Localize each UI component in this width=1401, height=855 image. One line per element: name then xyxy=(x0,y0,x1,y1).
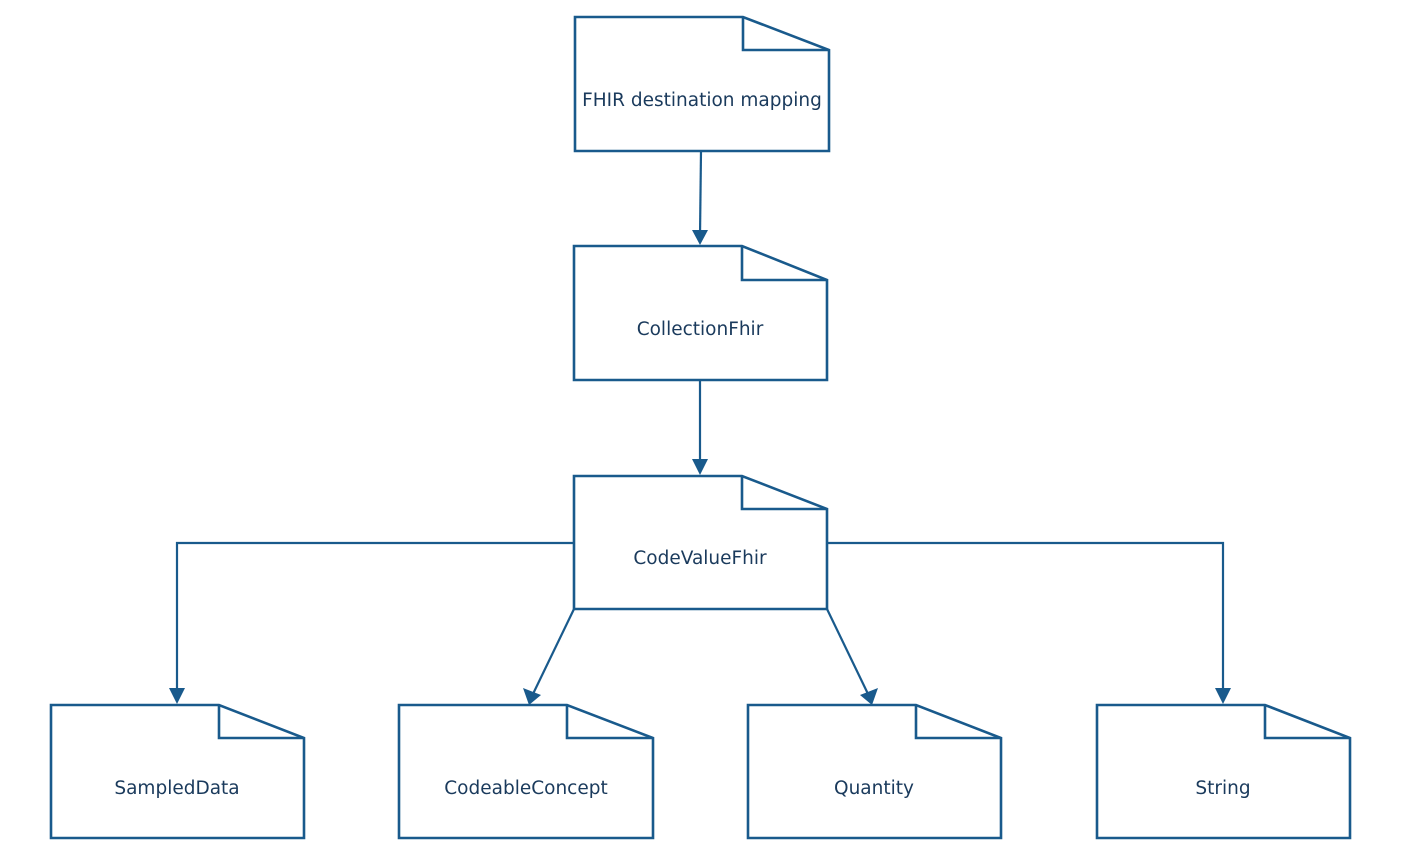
document-shape xyxy=(572,244,829,382)
arrowhead-string xyxy=(1215,688,1231,704)
edge-codevalue-to-quantity xyxy=(826,608,870,697)
folded-corner xyxy=(740,246,827,282)
node-label: FHIR destination mapping xyxy=(582,90,822,111)
edge-codevalue-to-codeable xyxy=(531,608,575,697)
document-shape xyxy=(572,474,829,611)
document-shape xyxy=(746,703,1003,840)
arrowhead-collection xyxy=(692,230,708,245)
folded-corner xyxy=(740,476,827,511)
node-label: CollectionFhir xyxy=(637,319,764,340)
node-quantity[interactable]: Quantity xyxy=(746,703,1003,840)
document-shape xyxy=(1095,703,1352,840)
document-shape xyxy=(573,15,831,153)
nodes: FHIR destination mapping CollectionFhir … xyxy=(49,15,1352,840)
document-shape xyxy=(49,703,306,840)
edge-root-to-collection xyxy=(698,150,703,237)
folded-corner xyxy=(217,705,304,740)
node-codeableconcept[interactable]: CodeableConcept xyxy=(397,703,655,840)
node-label: CodeableConcept xyxy=(444,778,607,799)
node-sampleddata[interactable]: SampledData xyxy=(49,703,306,840)
node-label: SampledData xyxy=(114,778,239,799)
node-fhir-destination-mapping[interactable]: FHIR destination mapping xyxy=(573,15,831,153)
arrowhead-codeable xyxy=(523,688,541,705)
node-string[interactable]: String xyxy=(1095,703,1352,840)
edges xyxy=(169,150,1231,705)
node-label: String xyxy=(1195,778,1250,799)
node-label: Quantity xyxy=(834,778,914,799)
node-codevaluefhir[interactable]: CodeValueFhir xyxy=(572,474,829,611)
folded-corner xyxy=(565,705,653,740)
document-shape xyxy=(397,703,655,840)
folded-corner xyxy=(914,705,1001,740)
folded-corner xyxy=(1263,705,1350,740)
edge-codevalue-to-string xyxy=(827,541,1225,696)
arrowhead-codevalue xyxy=(692,459,708,475)
edge-codevalue-to-sampled xyxy=(175,541,574,696)
node-collectionfhir[interactable]: CollectionFhir xyxy=(572,244,829,382)
arrowhead-sampled xyxy=(169,688,185,704)
arrowhead-quantity xyxy=(860,688,878,705)
node-label: CodeValueFhir xyxy=(633,548,767,569)
folded-corner xyxy=(741,17,829,52)
